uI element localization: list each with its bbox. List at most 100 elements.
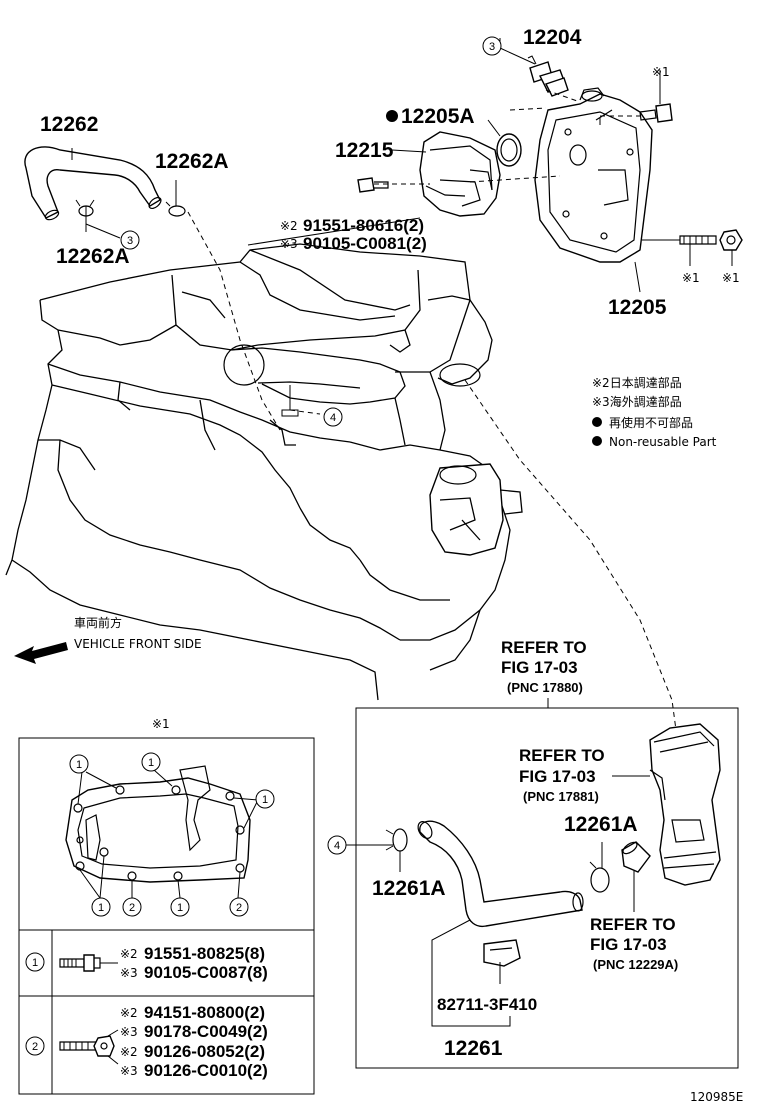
bolt-near-12215	[357, 177, 389, 193]
legend-non-reusable-en: Non-reusable Part	[609, 435, 717, 449]
svg-text:1: 1	[177, 902, 183, 914]
svg-text:1: 1	[98, 902, 104, 914]
bolt-ref-mark-2: ※3	[280, 237, 298, 251]
table-row-1-mark-2: ※3	[120, 966, 138, 980]
front-arrow-icon	[14, 642, 68, 664]
hose-12262	[24, 146, 162, 221]
clip-82711	[483, 939, 521, 967]
detail-callout-1c: 1	[255, 789, 275, 809]
refer-a-line2: FIG 17-03	[501, 658, 578, 677]
legend-jp-sourced: ※2日本調達部品	[592, 375, 682, 390]
callout-4-mid: 4	[323, 407, 343, 427]
svg-text:4: 4	[334, 840, 340, 852]
label-12261: 12261	[444, 1037, 503, 1060]
label-12262A-bottom: 12262A	[56, 245, 130, 268]
label-12262A-top: 12262A	[155, 150, 229, 173]
svg-text:2: 2	[129, 902, 135, 914]
detail-leader-lines	[346, 775, 650, 1027]
hose-piece-12229A	[621, 841, 651, 873]
clip-12262A-right	[165, 201, 186, 217]
label-12204: 12204	[523, 26, 582, 49]
table-row-1-bolt-icon	[59, 954, 101, 972]
label-12205: 12205	[608, 296, 667, 319]
refer-c-line3: (PNC 12229A)	[593, 957, 678, 972]
svg-text:1: 1	[76, 759, 82, 771]
table-row-2-mark-3: ※2	[120, 1045, 138, 1059]
table-row-1-num-2: 90105-C0087(8)	[144, 963, 268, 982]
bolt-ref-num-1: 91551-80616(2)	[303, 216, 424, 235]
cover-12205	[534, 87, 653, 263]
sensor-12204	[527, 55, 569, 97]
label-12261A-left: 12261A	[372, 877, 446, 900]
svg-text:2: 2	[32, 1041, 38, 1053]
detail-table	[18, 737, 315, 1095]
refer-b-line1: REFER TO	[519, 746, 605, 765]
svg-text:2: 2	[236, 902, 242, 914]
bolt-x1-top	[639, 103, 673, 123]
refer-c-line1: REFER TO	[590, 915, 676, 934]
table-row-2-callout: 2	[25, 1036, 45, 1056]
callout-4-box: 4	[327, 835, 347, 855]
direction-en: VEHICLE FRONT SIDE	[74, 637, 202, 651]
svg-text:1: 1	[148, 757, 154, 769]
refer-a-line1: REFER TO	[501, 638, 587, 657]
clip-12261A-left	[385, 828, 408, 852]
callout-3-left: 3	[120, 230, 140, 250]
table-row-2-leader-1	[107, 1029, 119, 1037]
x1-mark-nut: ※1	[722, 271, 740, 285]
detail-callout-1d: 1	[91, 897, 111, 917]
legend-overseas-sourced: ※3海外調達部品	[592, 394, 682, 409]
label-12262: 12262	[40, 113, 98, 136]
detail-callout-2b: 2	[229, 897, 249, 917]
refer-b-line2: FIG 17-03	[519, 767, 596, 786]
gasket-12205A	[496, 133, 522, 167]
stud-bolt-x1	[679, 235, 717, 245]
svg-text:4: 4	[330, 412, 336, 424]
non-reusable-dot-12205A	[386, 110, 398, 122]
svg-text:1: 1	[32, 957, 38, 969]
svg-text:3: 3	[127, 235, 133, 247]
table-row-2-mark-2: ※3	[120, 1025, 138, 1039]
engine-outline	[5, 243, 523, 701]
legend-dot-1	[592, 417, 602, 427]
air-duct	[649, 723, 721, 886]
table-row-2-mark-4: ※3	[120, 1064, 138, 1078]
gasket-detail	[65, 765, 251, 883]
table-row-1-num-1: 91551-80825(8)	[144, 944, 265, 963]
refer-a-line3: (PNC 17880)	[507, 680, 583, 695]
direction-jp: 車両前方	[74, 615, 122, 630]
x1-mark-stud: ※1	[682, 271, 700, 285]
label-82711: 82711-3F410	[437, 995, 537, 1014]
callout-3-top: 3	[482, 36, 502, 56]
refer-b-line3: (PNC 17881)	[523, 789, 599, 804]
table-row-2-num-2: 90178-C0049(2)	[144, 1022, 268, 1041]
hose-detail-box	[355, 707, 739, 1069]
x1-mark-top: ※1	[652, 65, 670, 79]
x1-detail-title: ※1	[152, 717, 170, 731]
gasket-detail-leaders	[77, 769, 259, 899]
svg-text:3: 3	[489, 41, 495, 53]
detail-callout-1b: 1	[141, 752, 161, 772]
hose-12261	[417, 820, 584, 928]
table-row-2-num-4: 90126-C0010(2)	[144, 1061, 268, 1080]
label-12261A-right: 12261A	[564, 813, 638, 836]
table-row-2-nut-icon	[93, 1035, 115, 1057]
clip-12262A-left	[75, 199, 95, 217]
table-row-2-num-3: 90126-08052(2)	[144, 1042, 265, 1061]
detail-callout-1a: 1	[69, 754, 89, 774]
legend-dot-2	[592, 436, 602, 446]
table-row-1-callout: 1	[25, 952, 45, 972]
svg-text:1: 1	[262, 794, 268, 806]
nut-x1	[719, 229, 743, 251]
detail-callout-2a: 2	[122, 897, 142, 917]
bolt-ref-mark-1: ※2	[280, 219, 298, 233]
valve-12215	[419, 131, 501, 217]
label-12205A: 12205A	[401, 105, 475, 128]
table-row-2-stud-icon	[59, 1041, 97, 1051]
table-row-2-mark-1: ※2	[120, 1006, 138, 1020]
table-row-2-num-1: 94151-80800(2)	[144, 1003, 265, 1022]
figure-id: 120985E	[690, 1090, 743, 1104]
label-12215: 12215	[335, 139, 394, 162]
bolt-ref-num-2: 90105-C0081(2)	[303, 234, 427, 253]
